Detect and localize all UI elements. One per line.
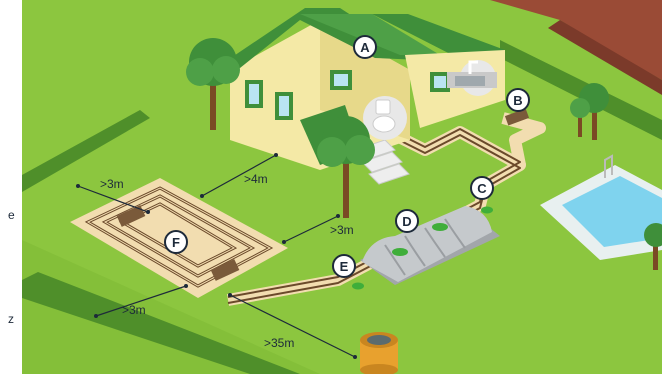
- marker-d: D: [396, 210, 418, 232]
- well: [360, 332, 398, 374]
- dimension-label-field-house: >4m: [244, 172, 268, 186]
- marker-e: E: [333, 255, 355, 277]
- svg-text:A: A: [360, 40, 370, 55]
- dimension-label-field-hedge-top: >3m: [100, 177, 124, 191]
- dimension-label-field-hedge-bottom: >3m: [122, 303, 146, 317]
- chamber-c-lid: [481, 207, 493, 214]
- chamber-e-lid: [352, 283, 364, 290]
- svg-text:E: E: [340, 259, 349, 274]
- dimension-label-field-well: >35m: [264, 336, 294, 350]
- svg-text:F: F: [172, 235, 180, 250]
- toilet-icon: [363, 96, 407, 140]
- edge-fragment-z: z: [8, 312, 14, 326]
- svg-text:B: B: [513, 93, 522, 108]
- dimension-label-tank-field: >3m: [330, 223, 354, 237]
- svg-text:D: D: [402, 214, 411, 229]
- edge-fragment-e: e: [8, 208, 15, 222]
- marker-f: F: [165, 231, 187, 253]
- svg-text:C: C: [477, 181, 487, 196]
- marker-c: C: [471, 177, 493, 199]
- marker-a: A: [354, 36, 376, 58]
- marker-b: B: [507, 89, 529, 111]
